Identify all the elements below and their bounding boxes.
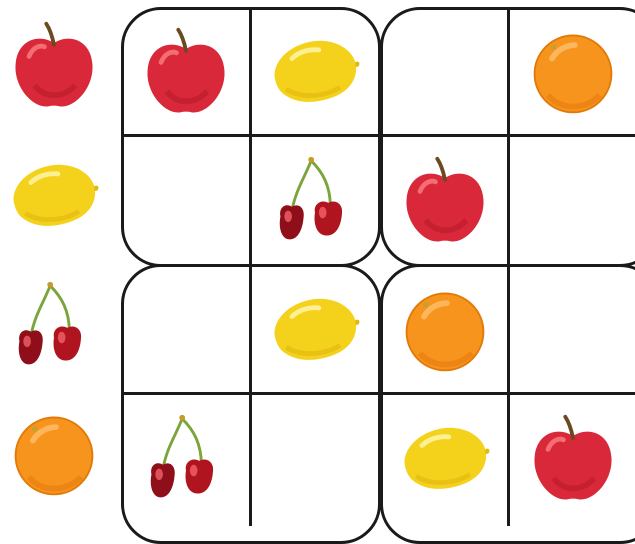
grid-cell bbox=[122, 8, 250, 136]
apple-icon bbox=[525, 411, 621, 507]
apple-icon bbox=[138, 24, 234, 120]
cherry-icon bbox=[138, 411, 234, 507]
grid-cell bbox=[381, 395, 509, 523]
empty-cell[interactable] bbox=[251, 395, 379, 523]
apple-icon bbox=[397, 153, 493, 249]
grid-cell bbox=[509, 395, 635, 523]
grid-cell bbox=[122, 395, 250, 523]
empty-cell[interactable] bbox=[509, 137, 635, 265]
grid-cell bbox=[251, 266, 379, 394]
sudoku-board bbox=[0, 0, 635, 520]
lemon-icon bbox=[267, 282, 363, 378]
orange-icon bbox=[397, 282, 493, 378]
grid-cell bbox=[381, 266, 509, 394]
empty-cell[interactable] bbox=[509, 266, 635, 394]
grid-cell bbox=[381, 137, 509, 265]
orange-icon bbox=[525, 24, 621, 120]
empty-cell[interactable] bbox=[381, 8, 509, 136]
lemon-icon bbox=[397, 411, 493, 507]
cherry-icon bbox=[267, 153, 363, 249]
empty-cell[interactable] bbox=[122, 266, 250, 394]
lemon-icon bbox=[267, 24, 363, 120]
grid-cell bbox=[509, 8, 635, 136]
empty-cell[interactable] bbox=[122, 137, 250, 265]
grid-cell bbox=[251, 137, 379, 265]
grid-cell bbox=[251, 8, 379, 136]
